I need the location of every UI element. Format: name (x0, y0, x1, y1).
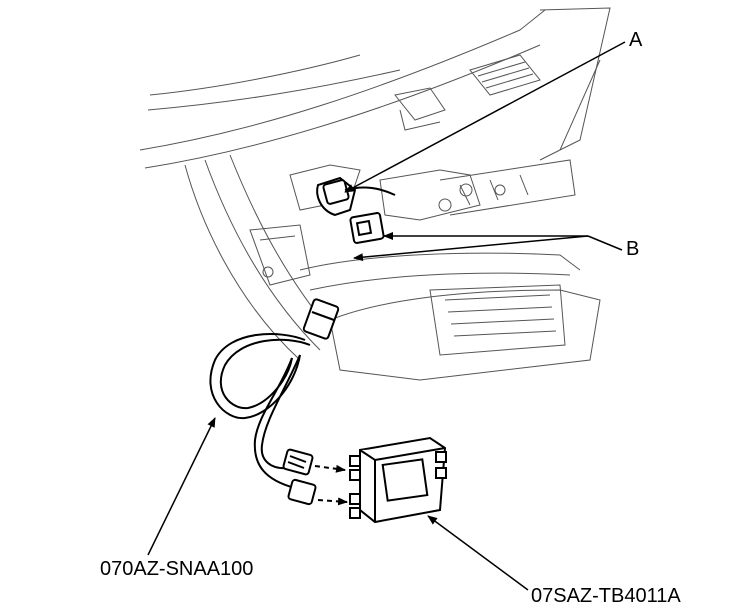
adapter-cable-graphic (209, 298, 348, 506)
vehicle-body-structure (139, 7, 611, 381)
leader-cable (147, 417, 216, 556)
leader-b-to-cable (353, 235, 589, 262)
leader-a (344, 41, 626, 193)
connector-a-graphic (316, 176, 396, 217)
callout-control-box: 07SAZ-TB4011A (531, 585, 681, 607)
leader-b-upper (587, 235, 623, 251)
control-box-graphic (349, 436, 447, 524)
leader-lines (147, 41, 626, 591)
connector-b-graphic (349, 212, 385, 244)
callout-b: B (626, 238, 640, 260)
leader-box (427, 515, 529, 591)
callout-adapter-cable: 070AZ-SNAA100 (100, 558, 254, 580)
callout-a: A (629, 29, 643, 51)
